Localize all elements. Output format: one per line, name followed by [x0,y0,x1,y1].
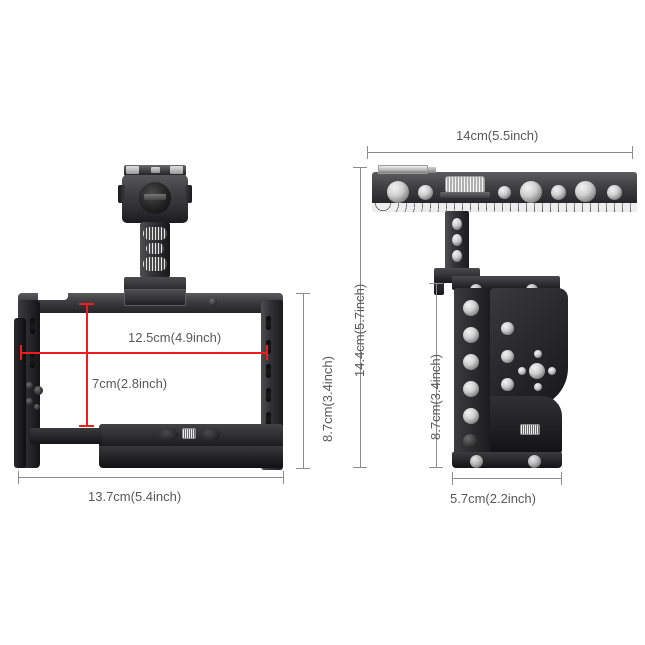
cage-right-slot-2 [266,340,271,354]
right-view-figure: 14cm(5.5inch) 14.4cm(5.7inch) 8.7cm(3.4i… [330,0,645,530]
mount-dial-slot [144,194,166,200]
handle-lock-knob [445,176,485,193]
cold-shoe-right-clip [170,166,183,174]
bottom-rubber-foot-left [158,428,178,441]
cage-left-hole-4 [34,404,40,410]
handle-hole-1 [387,181,409,203]
inner-height-cap-bottom [79,425,94,427]
outer-width-tick-right [283,471,284,484]
mount-block-left-ear [118,185,125,203]
handle-knob-base [440,192,490,198]
riser-grip-band-3 [143,257,167,271]
cage-depth-tick-right [561,472,562,485]
top-mount-assembly [118,165,192,300]
riser-grip-band-2 [146,243,164,254]
cage-side-bottom-screw-left [470,455,483,468]
handle-hole-5 [551,185,566,200]
cage-depth-line [452,478,562,479]
outer-width-label: 13.7cm(5.4inch) [88,489,182,504]
total-height-tick-top [353,167,367,168]
handle-width-tick-right [632,146,633,159]
inner-width-line [20,352,268,354]
cage-bottom-left-arm [30,428,102,444]
handle-hole-6 [575,181,596,202]
total-height-line [360,167,361,468]
cage-side-hole-4 [463,381,479,397]
cage-height-tick-bottom [429,467,443,468]
cage-depth-label: 5.7cm(2.2inch) [450,491,536,506]
handle-post-foot-tab [434,282,444,295]
cage-side-rosette-right [548,367,556,375]
cage-side-rosette-center [529,363,545,379]
cage-left-hole-2 [34,386,43,395]
outer-height-tick-top [296,293,310,294]
handle-post-hole-3 [452,250,462,262]
cold-shoe-left-clip [126,166,139,174]
inner-width-cap-left [20,345,22,360]
total-height-tick-bottom [353,467,367,468]
cage-height-line [436,283,437,468]
cold-shoe-center-pin [151,167,160,173]
cage-side-bottom-plate [452,452,562,468]
cage-top-center-plate [124,289,186,306]
cage-side-rosette-left [518,367,526,375]
handle-hole-2 [418,185,433,200]
cage-side-rosette-bottom [534,383,542,391]
inner-width-label: 12.5cm(4.9inch) [128,330,222,345]
outer-height-tick-bottom [296,468,310,469]
cage-right-slot-5 [266,412,271,426]
cage-depth-tick-left [452,472,453,485]
cage-height-label: 8.7cm(3.4inch) [428,354,443,440]
cage-side-bottom-screw-right [528,455,541,468]
cage-side-hole-3 [463,354,479,370]
handle-bar-scallops [372,203,637,213]
inner-height-cap-top [79,303,94,305]
handle-width-tick-left [367,146,368,159]
cage-side-inner-hole-1 [501,322,514,335]
handle-hole-7 [607,185,622,200]
cage-side-hole-5 [463,408,479,424]
handle-hole-3 [498,186,511,199]
outer-width-tick-left [18,471,19,484]
cage-left-flange [14,318,26,468]
mount-block-right-ear [185,185,192,203]
total-height-label: 14.4cm(5.7inch) [352,283,367,377]
cage-right-slot-3 [266,364,271,378]
cage-side-body-block [490,288,568,408]
cage-right-slot-1 [266,316,271,330]
cage-side-hole-2 [463,327,479,343]
inner-height-line [86,303,88,427]
handle-cold-shoe [378,165,428,174]
handle-post-hole-2 [452,234,462,246]
cage-left-hole-1 [26,382,33,389]
cage-side-rosette-top [534,350,542,358]
handle-width-line [367,152,633,153]
cage-top-left-notch [38,293,68,300]
cage-side-tripod-screw [520,424,540,435]
inner-width-cap-right [266,345,268,360]
cage-height-tick-top [429,283,443,284]
handle-cold-shoe-pin [428,167,436,173]
outer-height-line [303,293,304,468]
bottom-tripod-screw [182,428,196,439]
bottom-rubber-foot-right [200,428,220,441]
cage-right-slot-4 [266,388,271,402]
cage-left-slot-2 [30,352,35,368]
outer-width-line [18,477,284,478]
cage-top-screw-hole [209,298,217,306]
cage-bottom-base [99,446,283,468]
handle-width-label: 14cm(5.5inch) [456,128,539,143]
cage-left-hole-3 [26,398,33,405]
cage-left-slot-1 [30,318,35,334]
handle-hole-4 [520,181,542,203]
cage-side-hole-1 [463,300,479,316]
cage-side-inner-hole-2 [501,350,514,363]
cage-side-inner-hole-3 [501,378,514,391]
inner-height-label: 7cm(2.8inch) [92,376,168,391]
handle-post-hole-1 [452,218,462,230]
riser-grip-band-1 [143,227,167,240]
cage-side-hole-6 [463,434,477,448]
left-view-figure: 12.5cm(4.9inch) 7cm(2.8inch) 13.7cm(5.4i… [0,0,335,530]
